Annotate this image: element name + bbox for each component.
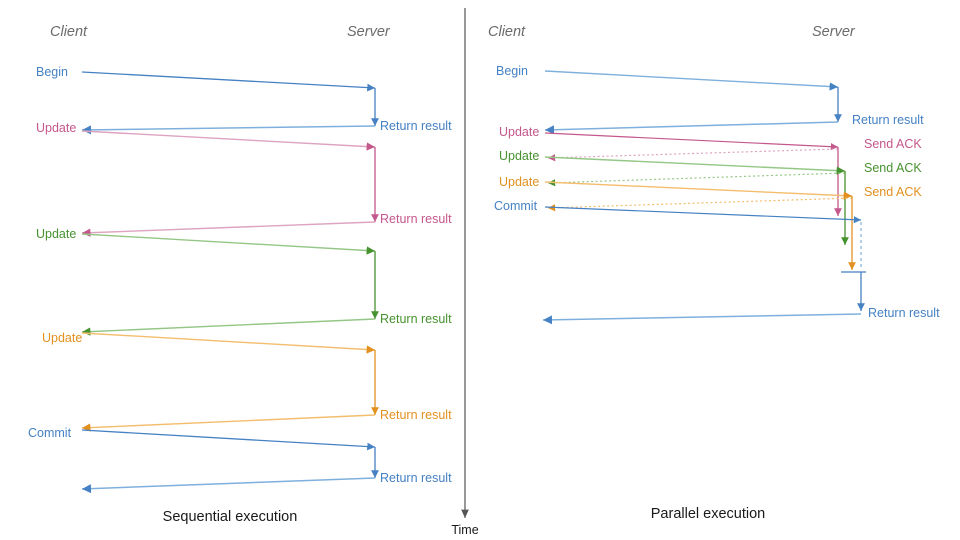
ack-arrow-update-2-parallel [547,172,846,187]
response-arrow-commit [81,477,376,494]
message-label-update-1-parallel: Update [499,125,539,139]
message-label-update-3: Update [42,331,82,345]
time-axis-label: Time [451,523,478,537]
reply-label-update-2-parallel: Send ACK [864,161,922,175]
response-arrow-update-1 [81,221,376,237]
caption-sequential: Sequential execution [163,509,298,525]
message-label-update-2: Update [36,227,76,241]
reply-label-update-1: Return result [380,212,452,226]
request-arrow-begin-parallel [544,70,839,91]
message-update-3-sequential: Update Return result [42,331,452,432]
response-arrow-update-3 [81,414,376,432]
message-commit-parallel: Commit Return result [494,199,940,325]
reply-label-begin-parallel: Return result [852,113,924,127]
panel-sequential: Client Server Begin Return result Update… [28,24,452,525]
message-label-begin: Begin [36,65,68,79]
request-arrow-update-3 [81,332,376,354]
message-update-1-parallel: Update Send ACK [499,125,922,216]
message-update-2-sequential: Update Return result [36,227,452,336]
server-header-parallel: Server [812,24,856,40]
message-update-3-parallel: Update Send ACK [499,175,922,270]
reply-label-update-3-parallel: Send ACK [864,185,922,199]
response-arrow-commit-parallel [542,313,862,325]
request-arrow-begin [81,71,376,92]
response-arrow-update-2 [81,318,376,336]
panel-parallel: Client Server Begin Return result Update… [488,24,940,522]
request-arrow-update-2-parallel [544,156,846,175]
ack-arrow-update-3-parallel [547,197,853,212]
client-header-parallel: Client [488,24,526,40]
message-begin-sequential: Begin Return result [36,65,452,135]
response-arrow-begin [81,125,376,135]
message-update-1-sequential: Update Return result [36,121,452,237]
message-update-2-parallel: Update Send ACK [499,149,922,245]
request-arrow-update-1-parallel [544,132,839,151]
reply-label-update-1-parallel: Send ACK [864,137,922,151]
message-label-commit: Commit [28,426,72,440]
reply-label-commit-parallel: Return result [868,306,940,320]
request-arrow-commit-parallel [544,206,862,224]
reply-label-update-3: Return result [380,408,452,422]
request-arrow-update-1 [81,130,376,151]
message-label-update-1: Update [36,121,76,135]
message-label-update-3-parallel: Update [499,175,539,189]
message-label-commit-parallel: Commit [494,199,538,213]
response-arrow-begin-parallel [544,121,839,135]
reply-label-begin: Return result [380,119,452,133]
reply-label-commit: Return result [380,471,452,485]
request-arrow-update-3-parallel [544,181,853,200]
message-label-begin-parallel: Begin [496,64,528,78]
ack-arrow-update-1-parallel [547,148,839,162]
time-axis-group: Time [451,8,479,537]
reply-label-update-2: Return result [380,312,452,326]
client-header-sequential: Client [50,24,88,40]
request-arrow-update-2 [81,233,376,255]
message-commit-sequential: Commit Return result [28,426,452,494]
request-arrow-commit [81,429,376,451]
message-begin-parallel: Begin Return result [496,64,924,135]
caption-parallel: Parallel execution [651,506,765,522]
server-header-sequential: Server [347,24,391,40]
message-label-update-2-parallel: Update [499,149,539,163]
